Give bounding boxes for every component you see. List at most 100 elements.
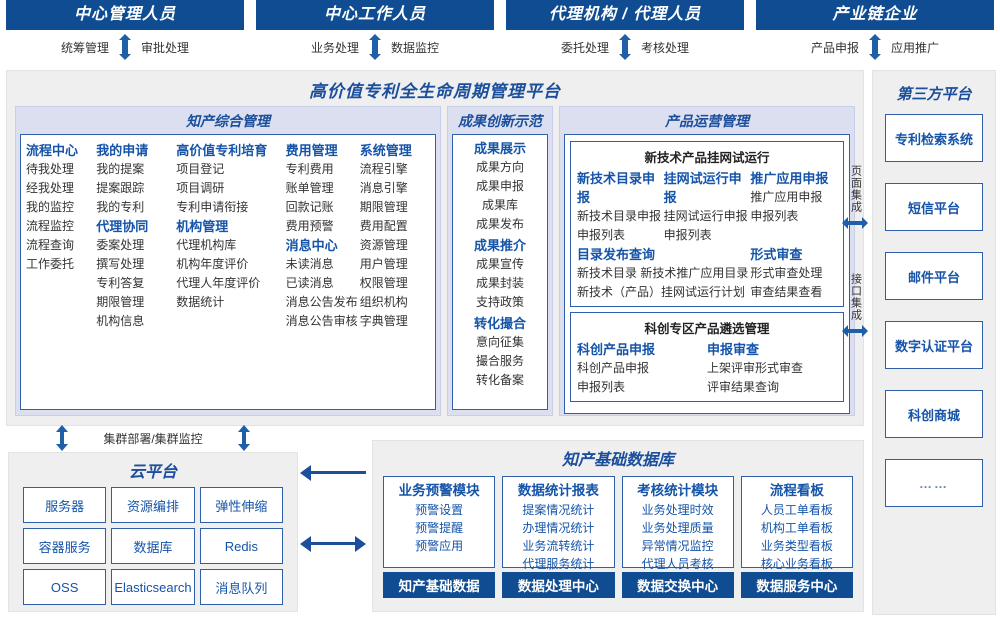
menu-item-费用配置[interactable]: 费用配置 xyxy=(359,219,408,233)
menu-item-上架评审形式审查[interactable]: 上架评审形式审查 xyxy=(707,361,804,375)
menu-item-专利申请衔接[interactable]: 专利申请衔接 xyxy=(176,200,249,214)
actor-title-2[interactable]: 中心工作人员 xyxy=(256,0,494,30)
menu-item-回款记账[interactable]: 回款记账 xyxy=(285,200,334,214)
kdb-item-机构工单看板[interactable]: 机构工单看板 xyxy=(760,521,833,535)
kdb-footer-知产基础数据[interactable]: 知产基础数据 xyxy=(383,572,496,598)
cloud-cell-Redis[interactable]: Redis xyxy=(199,528,283,564)
menu-item-形式审查处理[interactable]: 形式审查处理 xyxy=(750,266,823,280)
cloud-cell-消息队列[interactable]: 消息队列 xyxy=(199,569,283,605)
menu-item-权限管理[interactable]: 权限管理 xyxy=(359,276,408,290)
kdb-item-业务处理时效[interactable]: 业务处理时效 xyxy=(641,503,714,517)
menu-item-待我处理[interactable]: 待我处理 xyxy=(26,162,75,176)
menu-item-我的监控[interactable]: 我的监控 xyxy=(26,200,75,214)
cloud-cell-弹性伸缩[interactable]: 弹性伸缩 xyxy=(199,487,283,523)
kdb-item-业务处理质量[interactable]: 业务处理质量 xyxy=(641,521,714,535)
actor-title-4[interactable]: 产业链企业 xyxy=(756,0,994,30)
kdb-item-业务流转统计[interactable]: 业务流转统计 xyxy=(522,539,595,553)
block-head-系统管理[interactable]: 系统管理 xyxy=(359,143,412,158)
block-head-代理协同[interactable]: 代理协同 xyxy=(96,219,149,234)
menu-item-提案跟踪[interactable]: 提案跟踪 xyxy=(96,181,145,195)
menu-item-消息公告审核[interactable]: 消息公告审核 xyxy=(285,314,358,328)
menu-item-账单管理[interactable]: 账单管理 xyxy=(285,181,334,195)
menu-item-专利费用[interactable]: 专利费用 xyxy=(285,162,334,176)
cloud-cell-数据库[interactable]: 数据库 xyxy=(111,528,195,564)
block-head-挂网试运行申报[interactable]: 挂网试运行申报 xyxy=(663,171,742,205)
menu-item-期限管理[interactable]: 期限管理 xyxy=(96,295,145,309)
menu-item-推广应用申报[interactable]: 推广应用申报 xyxy=(750,190,823,204)
block-head-成果展示[interactable]: 成果展示 xyxy=(473,141,526,156)
menu-item-资源管理[interactable]: 资源管理 xyxy=(359,238,408,252)
menu-item-撰写处理[interactable]: 撰写处理 xyxy=(96,257,145,271)
menu-item-消息引擎[interactable]: 消息引擎 xyxy=(359,181,408,195)
kdb-item-异常情况监控[interactable]: 异常情况监控 xyxy=(641,539,714,553)
menu-item-评审结果查询[interactable]: 评审结果查询 xyxy=(707,380,780,394)
block-head-成果推介[interactable]: 成果推介 xyxy=(473,238,526,253)
menu-item-委案处理[interactable]: 委案处理 xyxy=(96,238,145,252)
menu-item-专利答复[interactable]: 专利答复 xyxy=(96,276,145,290)
actor-title-1[interactable]: 中心管理人员 xyxy=(6,0,244,30)
kdb-head-业务预警模块[interactable]: 业务预警模块 xyxy=(398,483,480,498)
block-head-申报审查[interactable]: 申报审查 xyxy=(707,342,760,357)
third-party-item-2[interactable]: 短信平台 xyxy=(885,183,983,231)
menu-item-申报列表[interactable]: 申报列表 xyxy=(577,228,626,242)
kdb-item-预警提醒[interactable]: 预警提醒 xyxy=(415,521,464,535)
menu-item-期限管理[interactable]: 期限管理 xyxy=(359,200,408,214)
menu-item-撮合服务[interactable]: 撮合服务 xyxy=(475,354,524,368)
menu-item-新技术目录 新技术推广应用目录[interactable]: 新技术目录 新技术推广应用目录 xyxy=(577,266,749,280)
menu-item-成果申报[interactable]: 成果申报 xyxy=(475,179,524,193)
third-party-item-1[interactable]: 专利检索系统 xyxy=(885,114,983,162)
kdb-item-提案情况统计[interactable]: 提案情况统计 xyxy=(522,503,595,517)
kdb-head-流程看板[interactable]: 流程看板 xyxy=(769,483,824,498)
menu-item-机构信息[interactable]: 机构信息 xyxy=(96,314,145,328)
menu-item-用户管理[interactable]: 用户管理 xyxy=(359,257,408,271)
actor-title-3[interactable]: 代理机构 / 代理人员 xyxy=(506,0,744,30)
menu-item-新技术（产品）挂网试运行计划[interactable]: 新技术（产品）挂网试运行计划 xyxy=(577,285,746,299)
menu-item-申报列表[interactable]: 申报列表 xyxy=(750,209,799,223)
menu-item-代理人年度评价[interactable]: 代理人年度评价 xyxy=(176,276,261,290)
cloud-cell-服务器[interactable]: 服务器 xyxy=(23,487,107,523)
menu-item-工作委托[interactable]: 工作委托 xyxy=(26,257,75,271)
menu-item-项目调研[interactable]: 项目调研 xyxy=(176,181,225,195)
kdb-head-数据统计报表[interactable]: 数据统计报表 xyxy=(517,483,599,498)
menu-item-已读消息[interactable]: 已读消息 xyxy=(285,276,334,290)
third-party-item-6[interactable]: …… xyxy=(885,459,983,507)
menu-item-流程引擎[interactable]: 流程引擎 xyxy=(359,162,408,176)
block-head-形式审查[interactable]: 形式审查 xyxy=(750,247,803,262)
menu-item-成果宣传[interactable]: 成果宣传 xyxy=(475,257,524,271)
menu-item-未读消息[interactable]: 未读消息 xyxy=(285,257,334,271)
menu-item-申报列表[interactable]: 申报列表 xyxy=(663,228,712,242)
kdb-item-人员工单看板[interactable]: 人员工单看板 xyxy=(760,503,833,517)
menu-item-机构年度评价[interactable]: 机构年度评价 xyxy=(176,257,249,271)
menu-item-科创产品申报[interactable]: 科创产品申报 xyxy=(577,361,650,375)
menu-item-流程监控[interactable]: 流程监控 xyxy=(26,219,75,233)
block-head-流程中心[interactable]: 流程中心 xyxy=(26,143,79,158)
block-head-转化撮合[interactable]: 转化撮合 xyxy=(473,316,526,331)
kdb-footer-数据处理中心[interactable]: 数据处理中心 xyxy=(502,572,615,598)
cloud-cell-容器服务[interactable]: 容器服务 xyxy=(23,528,107,564)
block-head-我的申请[interactable]: 我的申请 xyxy=(96,143,149,158)
block-head-机构管理[interactable]: 机构管理 xyxy=(176,219,229,234)
menu-item-成果封装[interactable]: 成果封装 xyxy=(475,276,524,290)
kdb-head-考核统计模块[interactable]: 考核统计模块 xyxy=(637,483,719,498)
block-head-目录发布查询[interactable]: 目录发布查询 xyxy=(577,247,656,262)
menu-item-审查结果查看[interactable]: 审查结果查看 xyxy=(750,285,823,299)
menu-item-数据统计[interactable]: 数据统计 xyxy=(176,295,225,309)
menu-item-意向征集[interactable]: 意向征集 xyxy=(475,335,524,349)
menu-item-成果发布[interactable]: 成果发布 xyxy=(475,217,524,231)
menu-item-成果库[interactable]: 成果库 xyxy=(481,198,518,212)
kdb-item-业务类型看板[interactable]: 业务类型看板 xyxy=(760,539,833,553)
kdb-footer-数据交换中心[interactable]: 数据交换中心 xyxy=(621,572,734,598)
menu-item-代理机构库[interactable]: 代理机构库 xyxy=(176,238,237,252)
third-party-item-5[interactable]: 科创商城 xyxy=(885,390,983,438)
cloud-cell-OSS[interactable]: OSS xyxy=(23,569,107,605)
kdb-item-核心业务看板[interactable]: 核心业务看板 xyxy=(760,557,833,571)
block-head-费用管理[interactable]: 费用管理 xyxy=(285,143,338,158)
menu-item-经我处理[interactable]: 经我处理 xyxy=(26,181,75,195)
kdb-item-办理情况统计[interactable]: 办理情况统计 xyxy=(522,521,595,535)
menu-item-费用预警[interactable]: 费用预警 xyxy=(285,219,334,233)
kdb-item-预警设置[interactable]: 预警设置 xyxy=(415,503,464,517)
third-party-item-4[interactable]: 数字认证平台 xyxy=(885,321,983,369)
cloud-cell-Elasticsearch[interactable]: Elasticsearch xyxy=(111,569,195,605)
kdb-item-预警应用[interactable]: 预警应用 xyxy=(415,539,464,553)
kdb-footer-数据服务中心[interactable]: 数据服务中心 xyxy=(740,572,853,598)
